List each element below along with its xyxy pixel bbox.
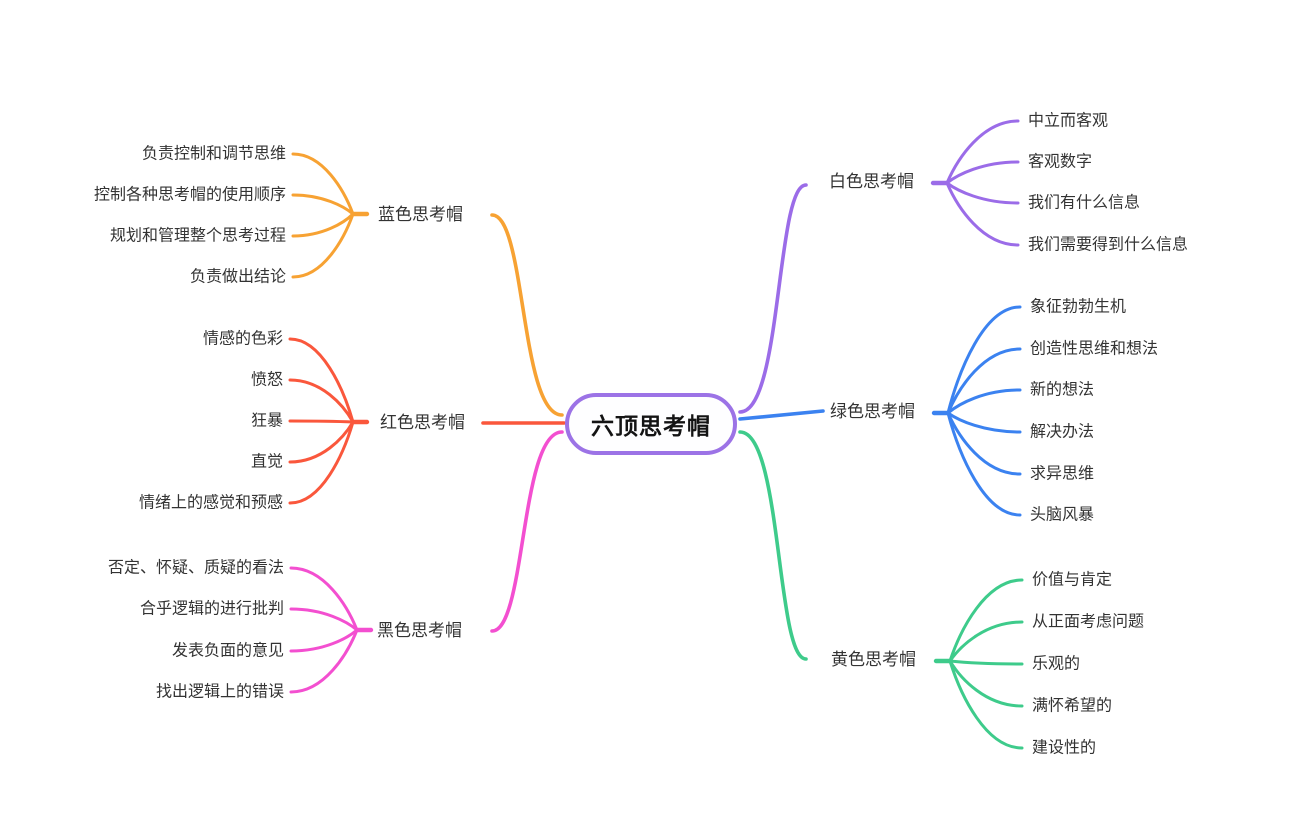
subtopic-green-hat-5[interactable]: 头脑风暴 [1030, 506, 1095, 524]
subtopic-blue-hat-3[interactable]: 负责做出结论 [189, 268, 286, 286]
subtopic-yellow-hat-3[interactable]: 满怀希望的 [1032, 697, 1113, 715]
branch-topic-white-hat[interactable]: 白色思考帽 [829, 171, 914, 191]
subtopic-green-hat-3[interactable]: 解决办法 [1030, 423, 1095, 441]
subtopic-green-hat-1[interactable]: 创造性思维和想法 [1030, 340, 1159, 358]
branch-topic-blue-hat[interactable]: 蓝色思考帽 [378, 204, 463, 224]
subtopic-yellow-hat-4[interactable]: 建设性的 [1032, 739, 1097, 757]
connector-line [946, 347, 1022, 415]
connector-line [490, 213, 564, 417]
connector-line [945, 181, 1020, 205]
connector-line [945, 160, 1020, 185]
subtopic-yellow-hat-1[interactable]: 从正面考虑问题 [1032, 613, 1145, 631]
connector-line [946, 305, 1022, 415]
central-topic[interactable]: 六顶思考帽 [565, 393, 737, 455]
branch-topic-black-hat[interactable]: 黑色思考帽 [377, 620, 462, 640]
connector-line [288, 419, 355, 424]
subtopic-white-hat-3[interactable]: 我们需要得到什么信息 [1028, 236, 1189, 254]
subtopic-white-hat-2[interactable]: 我们有什么信息 [1028, 194, 1141, 212]
connector-line [289, 566, 359, 632]
connector-line [946, 411, 1022, 476]
subtopic-green-hat-4[interactable]: 求异思维 [1030, 465, 1095, 483]
connector-line [948, 659, 1024, 750]
subtopic-white-hat-0[interactable]: 中立而客观 [1028, 112, 1109, 130]
subtopic-black-hat-2[interactable]: 发表负面的意见 [171, 642, 284, 660]
connector-line [289, 628, 359, 653]
connector-line [288, 337, 355, 424]
subtopic-blue-hat-0[interactable]: 负责控制和调节思维 [141, 145, 286, 163]
connector-line [291, 212, 355, 238]
subtopic-green-hat-2[interactable]: 新的想法 [1030, 381, 1095, 399]
branch-topic-green-hat[interactable]: 绿色思考帽 [830, 401, 915, 421]
connector-line [289, 628, 359, 694]
subtopic-red-hat-2[interactable]: 狂暴 [250, 412, 283, 430]
subtopic-blue-hat-1[interactable]: 控制各种思考帽的使用顺序 [93, 186, 286, 204]
connector-line [948, 620, 1024, 663]
connector-line [288, 420, 355, 464]
connector-line [946, 411, 1022, 434]
connector-line [490, 430, 564, 633]
connector-line [291, 212, 355, 279]
connector-line [738, 409, 825, 421]
connector-line [946, 388, 1022, 415]
subtopic-yellow-hat-2[interactable]: 乐观的 [1032, 655, 1081, 673]
connector-line [948, 659, 1024, 666]
subtopic-blue-hat-2[interactable]: 规划和管理整个思考过程 [109, 227, 286, 245]
connector-line [945, 119, 1020, 185]
subtopic-black-hat-1[interactable]: 合乎逻辑的进行批判 [139, 600, 284, 618]
branch-topic-red-hat[interactable]: 红色思考帽 [380, 412, 465, 432]
connector-line [291, 152, 355, 216]
subtopic-green-hat-0[interactable]: 象征勃勃生机 [1030, 298, 1127, 316]
subtopic-red-hat-0[interactable]: 情感的色彩 [202, 330, 283, 348]
subtopic-white-hat-1[interactable]: 客观数字 [1028, 153, 1093, 171]
connector-line [291, 193, 355, 216]
connector-line [738, 183, 808, 414]
subtopic-black-hat-3[interactable]: 找出逻辑上的错误 [155, 683, 284, 701]
subtopic-red-hat-3[interactable]: 直觉 [250, 453, 283, 471]
connector-line [738, 430, 808, 661]
branch-topic-yellow-hat[interactable]: 黄色思考帽 [831, 649, 916, 669]
central-topic-label: 六顶思考帽 [591, 413, 711, 439]
connector-line [946, 411, 1022, 517]
connector-line [288, 378, 355, 424]
connector-line [289, 607, 359, 632]
subtopic-yellow-hat-0[interactable]: 价值与肯定 [1032, 571, 1113, 589]
connector-line [948, 659, 1024, 708]
subtopic-black-hat-0[interactable]: 否定、怀疑、质疑的看法 [107, 559, 284, 577]
subtopic-red-hat-4[interactable]: 情绪上的感觉和预感 [138, 494, 283, 512]
subtopic-red-hat-1[interactable]: 愤怒 [250, 371, 283, 389]
connector-line [288, 420, 355, 505]
connector-line [945, 181, 1020, 247]
connector-line [948, 578, 1024, 663]
